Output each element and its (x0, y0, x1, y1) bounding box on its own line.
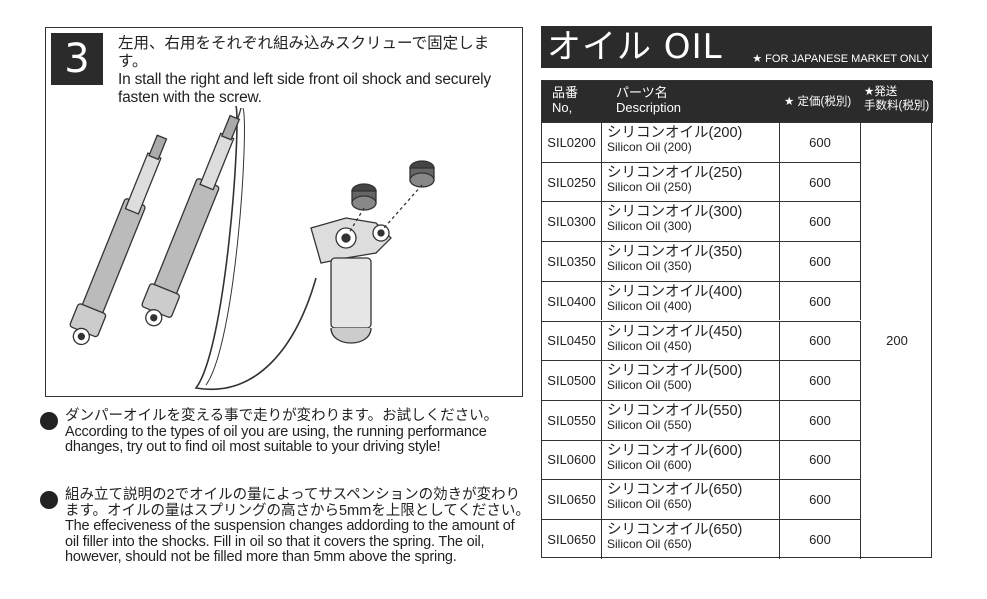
description-jp: シリコンオイル(300) (607, 204, 743, 221)
description-en: Silicon Oil (650) (607, 497, 692, 512)
note-text-en: According to the types of oil you are us… (65, 423, 487, 455)
step-instructions: 左用、右用をそれぞれ組み込みスクリューで固定します。 In stall the … (118, 35, 518, 107)
cell-code: SIL0200 (542, 123, 602, 162)
step-number: 3 (51, 33, 103, 85)
description-en: Silicon Oil (650) (607, 537, 692, 551)
cell-price: 600 (780, 123, 861, 162)
cell-code: SIL0450 (542, 321, 602, 361)
cell-description: シリコンオイル(200)Silicon Oil (200) (602, 123, 780, 162)
cell-code: SIL0500 (542, 361, 602, 400)
description-jp: シリコンオイル(350) (607, 244, 743, 261)
note-text-en: The effeciveness of the suspension chang… (65, 518, 515, 565)
note-text-jp: 組み立て説明の2でオイルの量によってサスペンションの効きが変わります。オイルの量… (65, 487, 530, 519)
description-en: Silicon Oil (350) (607, 259, 692, 274)
description-jp: シリコンオイル(500) (607, 363, 743, 380)
cell-code: SIL0250 (542, 162, 602, 202)
oil-price-table: 品番 No, パーツ名 Description ★ 定価(税別) ★発送 手数料… (541, 80, 933, 559)
cell-description: シリコンオイル(650)Silicon Oil (650) (602, 520, 780, 559)
cell-code: SIL0600 (542, 440, 602, 480)
cell-price: 600 (780, 202, 861, 242)
cell-price: 600 (780, 321, 861, 361)
cell-description: シリコンオイル(400)Silicon Oil (400) (602, 281, 780, 321)
cell-code: SIL0650 (542, 480, 602, 519)
description-en: Silicon Oil (200) (607, 140, 692, 154)
oil-section-header: オイル OIL ★ FOR JAPANESE MARKET ONLY (541, 26, 932, 68)
cell-description: シリコンオイル(600)Silicon Oil (600) (602, 440, 780, 480)
bullet-icon (40, 412, 58, 430)
cell-code: SIL0650 (542, 520, 602, 559)
description-en: Silicon Oil (400) (607, 298, 692, 313)
cell-code: SIL0300 (542, 202, 602, 242)
cell-price: 600 (780, 480, 861, 519)
market-note: ★ FOR JAPANESE MARKET ONLY (752, 53, 929, 65)
shipping-fee-cell: 200 (861, 122, 933, 558)
cell-price: 600 (780, 361, 861, 400)
cell-price: 600 (780, 281, 861, 321)
description-en: Silicon Oil (300) (607, 219, 692, 234)
description-jp: シリコンオイル(650) (607, 482, 743, 499)
step-panel: 3 左用、右用をそれぞれ組み込みスクリューで固定します。 In stall th… (45, 27, 523, 397)
cell-description: シリコンオイル(300)Silicon Oil (300) (602, 202, 780, 242)
step-text-jp: 左用、右用をそれぞれ組み込みスクリューで固定します。 (118, 35, 490, 70)
header-shipping: ★発送 手数料(税別) (861, 81, 933, 122)
description-en: Silicon Oil (500) (607, 378, 692, 393)
cell-description: シリコンオイル(350)Silicon Oil (350) (602, 242, 780, 281)
cell-description: シリコンオイル(500)Silicon Oil (500) (602, 361, 780, 400)
cell-code: SIL0400 (542, 281, 602, 321)
cell-description: シリコンオイル(450)Silicon Oil (450) (602, 321, 780, 361)
header-description: パーツ名 Description (602, 81, 780, 122)
cell-description: シリコンオイル(650)Silicon Oil (650) (602, 480, 780, 519)
oil-title: オイル OIL (547, 27, 723, 67)
description-jp: シリコンオイル(400) (607, 283, 743, 300)
description-en: Silicon Oil (600) (607, 457, 692, 472)
cell-description: シリコンオイル(250)Silicon Oil (250) (602, 162, 780, 202)
cell-price: 600 (780, 400, 861, 440)
description-jp: シリコンオイル(550) (607, 402, 743, 419)
description-jp: シリコンオイル(600) (607, 442, 743, 459)
description-jp: シリコンオイル(250) (607, 164, 743, 181)
description-jp: シリコンオイル(650) (607, 522, 743, 538)
header-price: ★ 定価(税別) (780, 81, 861, 122)
description-jp: シリコンオイル(450) (607, 323, 743, 340)
note-oil-type: ダンパーオイルを変える事で走りが変わります。お試しください。 According… (40, 408, 530, 456)
cell-code: SIL0550 (542, 400, 602, 440)
note-text-jp: ダンパーオイルを変える事で走りが変わります。お試しください。 (65, 408, 499, 424)
cell-price: 600 (780, 242, 861, 281)
description-en: Silicon Oil (450) (607, 338, 692, 353)
step-text-en: In stall the right and left side front o… (118, 71, 491, 106)
shock-assembly-illustration (69, 105, 435, 391)
cell-code: SIL0350 (542, 242, 602, 281)
cell-price: 600 (780, 520, 861, 559)
description-jp: シリコンオイル(200) (607, 125, 743, 141)
cell-price: 600 (780, 162, 861, 202)
description-en: Silicon Oil (550) (607, 417, 692, 432)
cell-description: シリコンオイル(550)Silicon Oil (550) (602, 400, 780, 440)
note-oil-amount: 組み立て説明の2でオイルの量によってサスペンションの効きが変わります。オイルの量… (40, 487, 530, 566)
description-en: Silicon Oil (250) (607, 179, 692, 194)
header-code: 品番 No, (542, 81, 602, 122)
bullet-icon (40, 491, 58, 509)
cell-price: 600 (780, 440, 861, 480)
